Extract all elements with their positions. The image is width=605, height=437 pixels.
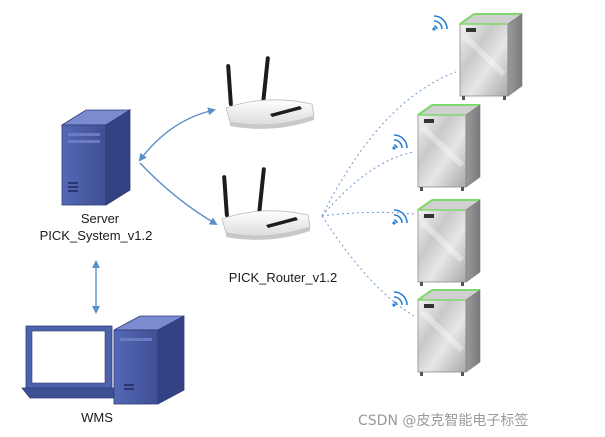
server-system-label: PICK_System_v1.2: [39, 228, 153, 243]
arrow-server-to-router-top: [138, 107, 216, 162]
router-top-icon: [225, 55, 315, 130]
cabinet-4-icon: [418, 290, 480, 376]
wireless-links: [321, 71, 457, 317]
wms-computer-icon: [21, 315, 185, 405]
server-icon: [60, 109, 132, 206]
router-label: PICK_Router_v1.2: [228, 270, 338, 285]
watermark: CSDN @皮克智能电子标签: [358, 413, 529, 429]
router-bottom-icon: [221, 166, 311, 241]
cabinet-3-icon: [418, 200, 480, 286]
wifi-icon-4: [391, 291, 408, 308]
wifi-icon-1: [431, 15, 448, 32]
arrow-server-to-router-bottom: [139, 162, 218, 226]
cabinet-2-icon: [418, 105, 480, 191]
server-name-label: Server: [80, 211, 120, 226]
wifi-icon-3: [391, 209, 408, 226]
cabinet-1-icon: [460, 14, 522, 100]
wifi-icon-2: [391, 134, 408, 151]
wms-label: WMS: [81, 410, 113, 425]
